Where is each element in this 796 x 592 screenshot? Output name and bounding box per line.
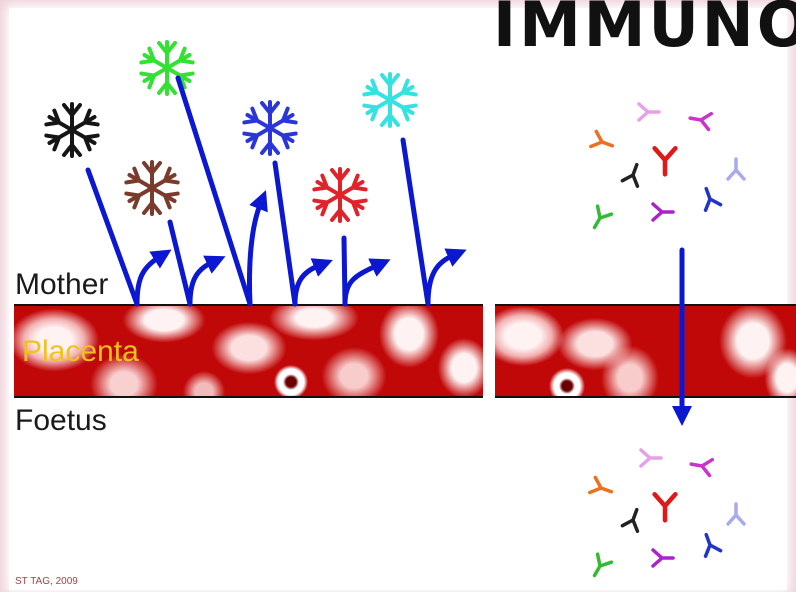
incoming-path-black (85, 167, 140, 307)
bounce-arrow-blue (292, 258, 333, 307)
bounce-arrow-cyan (425, 248, 467, 307)
purple-antibody-icon (651, 548, 675, 568)
lavender-antibody-icon (726, 157, 746, 181)
magenta-antibody-icon (688, 454, 715, 478)
incoming-path-brown (167, 219, 193, 307)
lavender-antibody-icon (726, 502, 746, 526)
incoming-path-green (175, 75, 253, 307)
bounce-arrow-brown (187, 255, 226, 307)
green-antibody-icon (585, 552, 614, 582)
slide-title: IMMUNO (493, 0, 796, 52)
purple-antibody-icon (651, 202, 675, 222)
pink-antibody-icon (639, 448, 663, 468)
green-pathogen-icon (138, 40, 196, 96)
bounce-arrow-green (246, 190, 268, 307)
black-antibody-icon (620, 505, 647, 533)
bounce-arrow-red (342, 258, 391, 307)
placenta-band-left (14, 304, 483, 398)
cyan-pathogen-icon (361, 72, 419, 128)
red-pathogen-icon (311, 167, 369, 223)
orange-antibody-icon (589, 129, 617, 156)
blue-antibody-icon (696, 530, 723, 558)
red-antibody-icon (655, 494, 676, 520)
brown-pathogen-icon (123, 160, 181, 216)
magenta-antibody-icon (687, 108, 714, 132)
mother-label: Mother (15, 268, 109, 301)
blue-antibody-icon (696, 184, 723, 212)
pink-antibody-icon (637, 102, 661, 122)
placenta-band-right (495, 304, 796, 398)
bounce-arrow-black (134, 249, 172, 307)
red-antibody-icon (655, 148, 676, 174)
black-antibody-icon (620, 160, 647, 188)
credit-text: ST TAG, 2009 (15, 576, 78, 587)
blue-pathogen-icon (241, 100, 299, 156)
foetus-label: Foetus (15, 404, 107, 437)
green-antibody-icon (585, 204, 614, 234)
placenta-label: Placenta (22, 335, 139, 368)
black-pathogen-icon (43, 102, 101, 158)
incoming-path-cyan (400, 137, 431, 307)
incoming-path-blue (272, 160, 298, 307)
orange-antibody-icon (588, 475, 616, 502)
